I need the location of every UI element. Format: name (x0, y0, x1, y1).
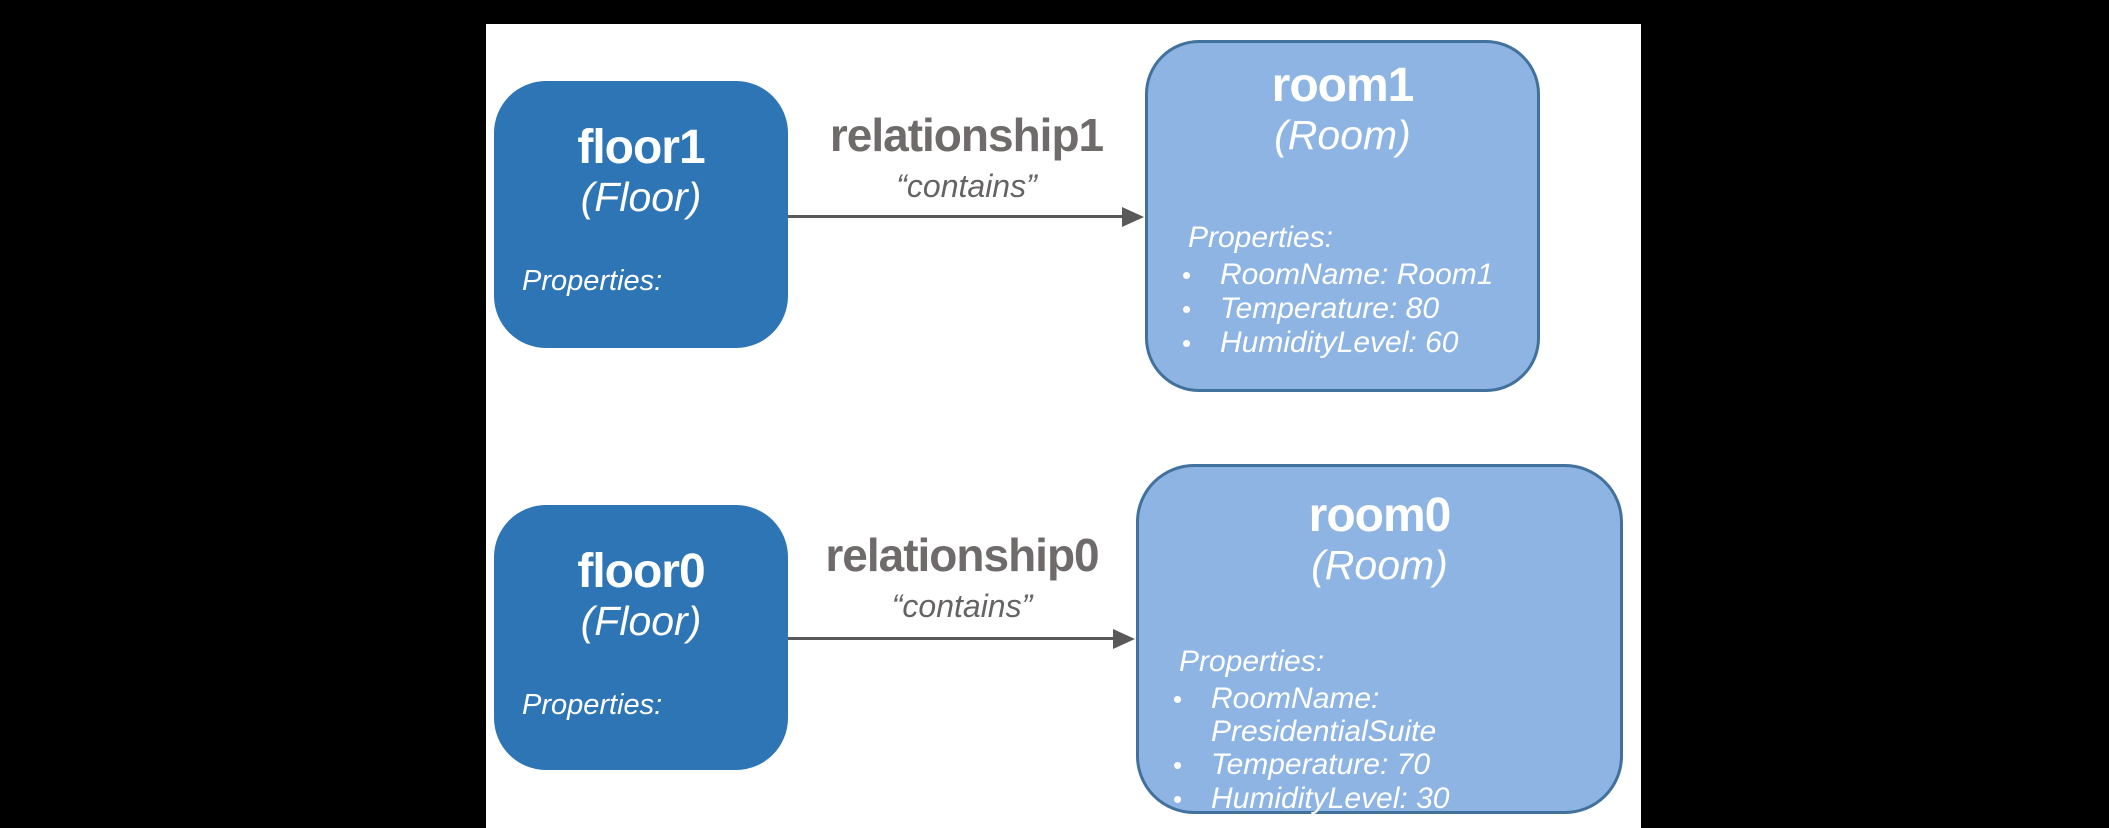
bullet-icon: • (1182, 294, 1192, 324)
node-floor0: floor0 (Floor) Properties: (494, 505, 788, 770)
room1-type-label: (Room) (1274, 112, 1411, 159)
room0-properties: Properties: • RoomName: PresidentialSuit… (1173, 645, 1600, 816)
node-room0: room0 (Room) Properties: • RoomName: Pre… (1136, 464, 1623, 816)
slide-canvas: floor1 (Floor) Properties: relationship1… (486, 24, 1641, 828)
relationship0-name: relationship0 (825, 529, 1099, 581)
room0-property-text: RoomName: PresidentialSuite (1211, 682, 1437, 748)
bullet-icon: • (1173, 750, 1183, 780)
floor1-properties-label: Properties: (522, 265, 663, 297)
room0-property-row: • HumidityLevel: 30 (1173, 782, 1600, 816)
relationship1-arrow (788, 215, 1122, 218)
node-room1: room1 (Room) Properties: • RoomName: Roo… (1145, 40, 1540, 392)
room0-property-text: HumidityLevel: 30 (1211, 782, 1450, 815)
room0-property-row: • Temperature: 70 (1173, 748, 1600, 782)
room1-properties-label: Properties: (1188, 221, 1334, 254)
room1-property-text: Temperature: 80 (1220, 292, 1440, 325)
relationship1-name: relationship1 (829, 109, 1104, 161)
relationship0-kind: “contains” (891, 588, 1033, 624)
relationship1-label-block: relationship1 “contains” (788, 24, 1145, 264)
room1-property-text: HumidityLevel: 60 (1220, 326, 1459, 359)
room0-title: room0 (1308, 489, 1452, 542)
bullet-icon: • (1173, 684, 1183, 714)
floor1-type-label: (Floor) (580, 174, 702, 221)
room1-property-text: RoomName: Room1 (1220, 258, 1494, 291)
floor0-properties-label: Properties: (522, 689, 663, 721)
bullet-icon: • (1182, 328, 1192, 358)
room1-property-row: • RoomName: Room1 (1182, 258, 1517, 292)
bullet-icon: • (1173, 784, 1183, 814)
floor0-title: floor0 (577, 545, 705, 598)
room0-properties-label: Properties: (1179, 645, 1325, 678)
room1-property-row: • Temperature: 80 (1182, 292, 1517, 326)
relationship0-arrowhead-icon (1113, 629, 1135, 649)
room1-title: room1 (1271, 59, 1415, 112)
room0-type-label: (Room) (1311, 542, 1448, 589)
node-floor1: floor1 (Floor) Properties: (494, 81, 788, 348)
floor0-type-label: (Floor) (580, 598, 702, 645)
room0-property-text: Temperature: 70 (1211, 748, 1431, 781)
room1-property-row: • HumidityLevel: 60 (1182, 326, 1517, 360)
room1-properties: Properties: • RoomName: Room1 • Temperat… (1182, 221, 1517, 360)
room0-property-row: • RoomName: PresidentialSuite (1173, 682, 1600, 748)
relationship1-kind: “contains” (896, 168, 1037, 204)
floor1-title: floor1 (577, 121, 705, 174)
relationship0-label-block: relationship0 “contains” (788, 24, 1136, 684)
bullet-icon: • (1182, 260, 1192, 290)
relationship1-arrowhead-icon (1122, 207, 1144, 227)
relationship0-arrow (788, 637, 1114, 640)
